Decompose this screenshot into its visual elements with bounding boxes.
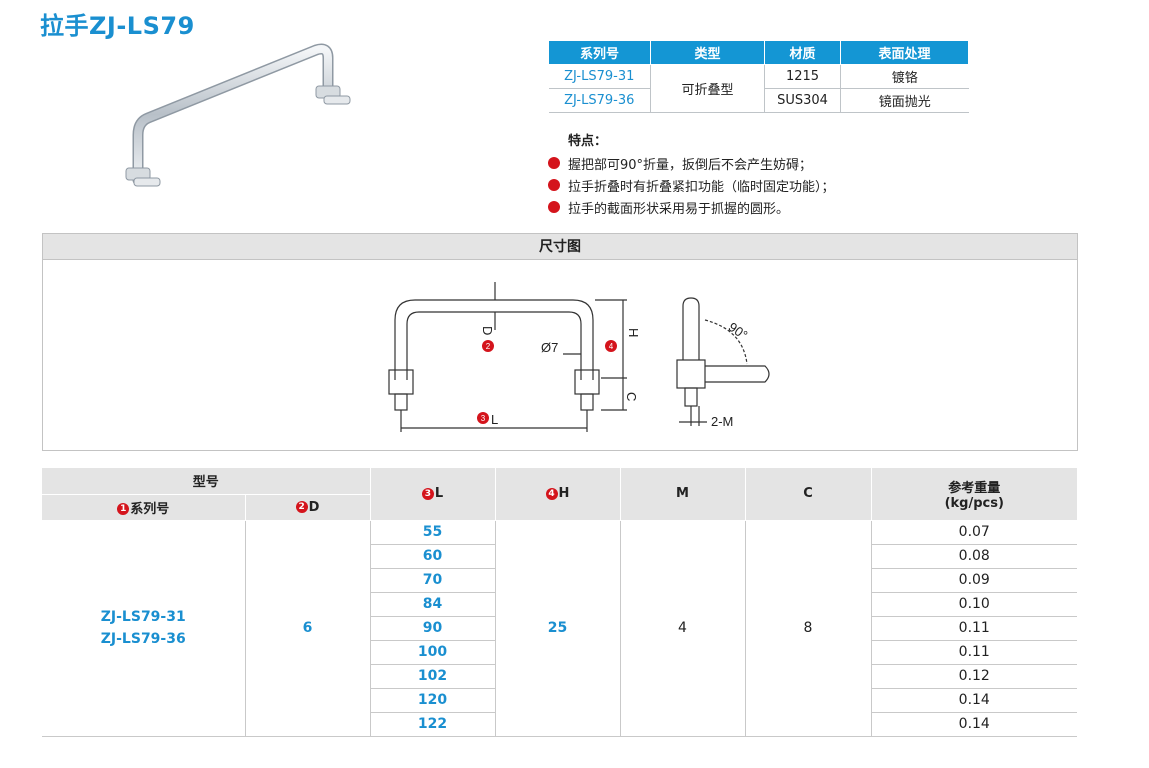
spec-finish: 镜面抛光 (840, 88, 969, 113)
m-cell: 4 (620, 520, 746, 737)
weight-cell: 0.08 (871, 544, 1077, 569)
series-2: ZJ-LS79-36 (100, 631, 186, 647)
bullet-dot-icon (548, 157, 560, 169)
dim-label-m: 2-M (711, 414, 733, 429)
dim-label-h: H (626, 328, 641, 337)
l-cell: 122 (370, 712, 496, 737)
features-title: 特点： (568, 134, 608, 149)
dim-marker-d-number: 2 (486, 342, 491, 351)
spec-table: 系列号 类型 材质 表面处理 ZJ-LS79-31 可折叠型 1215 镀铬 Z… (548, 40, 969, 113)
features-list: 特点： 握把部可90°折量，扳倒后不会产生妨碍； 拉手折叠时有折叠紧扣功能（临时… (548, 130, 835, 218)
bullet-dot-icon (548, 179, 560, 191)
dim-marker-h-number: 4 (609, 342, 614, 351)
marker-4-icon: 4 (545, 487, 558, 500)
dim-label-phi: Ø7 (541, 340, 558, 355)
table-row: 100 0.11 (42, 640, 1077, 665)
spec-model: ZJ-LS79-31 (548, 64, 651, 89)
dim-marker-d-icon (482, 340, 494, 352)
l-cell: 90 (370, 616, 496, 641)
weight-cell: 0.11 (871, 616, 1077, 641)
weight-cell: 0.10 (871, 592, 1077, 617)
spec-model: ZJ-LS79-36 (548, 88, 651, 113)
dim-marker-l-number: 3 (481, 414, 486, 423)
weight-cell: 0.12 (871, 664, 1077, 689)
l-cell: 70 (370, 568, 496, 593)
marker-2-icon: 2 (295, 501, 308, 513)
l-cell: 102 (370, 664, 496, 689)
bullet-dot-icon (548, 201, 560, 213)
spec-finish: 镀铬 (840, 64, 969, 89)
l-cell: 120 (370, 688, 496, 713)
header-weight: 参考重量(kg/pcs) (871, 468, 1077, 521)
spec-row: ZJ-LS79-36 SUS304 镜面抛光 (548, 88, 969, 113)
spec-row: ZJ-LS79-31 可折叠型 1215 镀铬 (548, 64, 969, 113)
dim-label-l: L (491, 412, 498, 427)
feature-item: 拉手的截面形状采用易于抓握的圆形。 (548, 196, 835, 218)
h-cell: 25 (495, 520, 621, 737)
marker-1-icon: 1 (117, 503, 130, 515)
weight-cell: 0.14 (871, 712, 1077, 737)
dim-marker-h-icon (605, 340, 617, 352)
c-cell: 8 (745, 520, 872, 737)
spec-header-finish: 表面处理 (840, 40, 969, 65)
spec-material: SUS304 (764, 88, 841, 113)
header-d-text: D (308, 499, 320, 515)
dim-label-c: C (624, 392, 639, 401)
marker-3-icon: 3 (421, 487, 434, 500)
feature-text: 拉手的截面形状采用易于抓握的圆形。 (568, 201, 790, 217)
spec-header-series: 系列号 (548, 40, 651, 65)
table-row: 120 0.14 (42, 688, 1077, 713)
header-model-group: 型号 (42, 468, 371, 495)
dim-label-d: D (480, 326, 495, 335)
feature-text: 拉手折叠时有折叠紧扣功能（临时固定功能）； (568, 179, 835, 195)
dimension-title: 尺寸图 (43, 234, 1077, 260)
dim-label-angle: 90° (726, 319, 751, 343)
header-h-text: H (558, 486, 570, 502)
header-series-text: 系列号 (130, 501, 170, 517)
dimension-drawing-panel: 尺寸图 (42, 233, 1078, 451)
header-c: C (745, 468, 872, 521)
weight-cell: 0.11 (871, 640, 1077, 665)
spec-material: 1215 (764, 64, 841, 89)
table-row: 122 0.14 (42, 712, 1077, 737)
l-cell: 60 (370, 544, 496, 569)
l-cell: 84 (370, 592, 496, 617)
page-title: 拉手ZJ-LS79 (40, 12, 195, 40)
series-1: ZJ-LS79-31 (100, 609, 186, 625)
dimension-drawing: D Ø7 H C L 90° 2-M 2 4 3 (388, 282, 770, 432)
feature-text: 握把部可90°折量，扳倒后不会产生妨碍； (568, 157, 813, 173)
table-row: 102 0.12 (42, 664, 1077, 689)
feature-item: 握把部可90°折量，扳倒后不会产生妨碍； (548, 152, 835, 174)
weight-cell: 0.07 (871, 520, 1077, 545)
header-m: M (620, 468, 746, 521)
handle-product-image (125, 43, 351, 187)
header-weight-line2: (kg/pcs) (944, 495, 1004, 511)
feature-item: 拉手折叠时有折叠紧扣功能（临时固定功能）； (548, 174, 835, 196)
weight-cell: 0.09 (871, 568, 1077, 593)
header-l-text: L (434, 486, 444, 502)
spec-type: 可折叠型 (650, 64, 765, 113)
spec-header-material: 材质 (764, 40, 841, 65)
header-weight-line1: 参考重量 (948, 480, 1001, 496)
dim-marker-l-icon (477, 412, 489, 424)
spec-header-type: 类型 (650, 40, 765, 65)
l-cell: 55 (370, 520, 496, 545)
d-cell: 6 (245, 520, 371, 737)
weight-cell: 0.14 (871, 688, 1077, 713)
l-cell: 100 (370, 640, 496, 665)
